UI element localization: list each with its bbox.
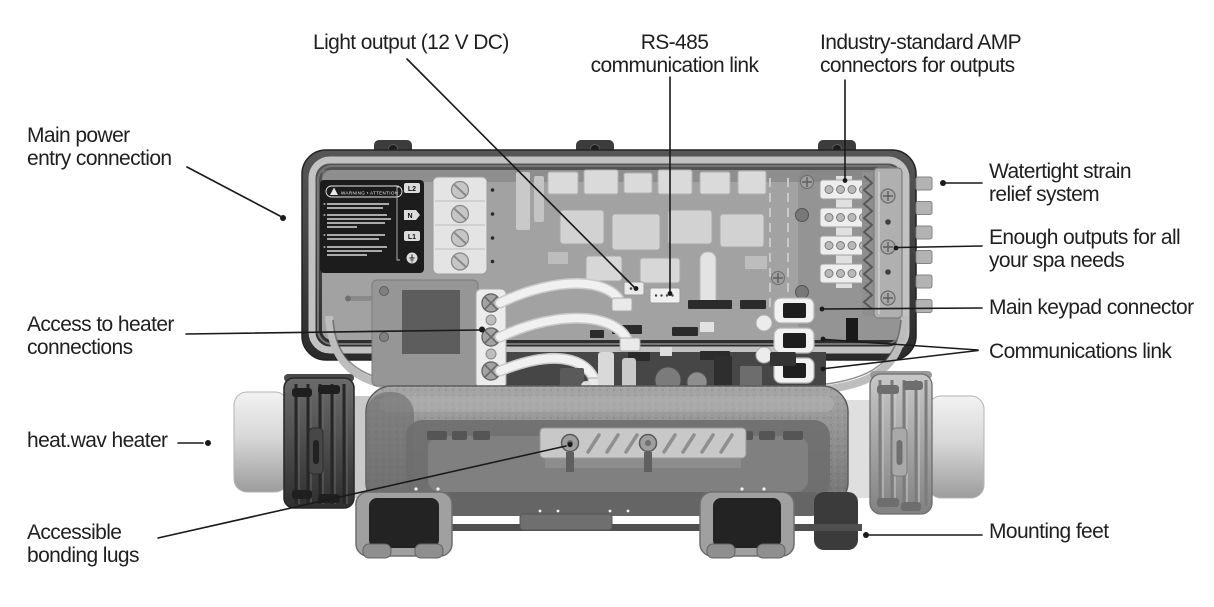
callout-strain-relief: Watertight strain relief system	[989, 160, 1132, 206]
terminal-N: N	[407, 213, 412, 220]
leader-main-power	[186, 166, 286, 221]
heater-assembly	[233, 385, 985, 516]
leader-mounting-feet	[863, 532, 983, 538]
mounting-feet	[355, 487, 862, 559]
callout-line: Watertight strain	[989, 160, 1132, 183]
callout-line: Communications link	[989, 340, 1172, 363]
leader-light-output	[406, 58, 639, 291]
callout-mounting-feet: Mounting feet	[989, 520, 1109, 543]
callout-light-output: Light output (12 V DC)	[313, 31, 509, 54]
callout-line: Accessible	[27, 521, 122, 544]
left-union-nut	[283, 374, 355, 509]
callout-line: RS-485	[640, 31, 709, 54]
callout-line: relief system	[989, 183, 1100, 206]
callout-line: connections	[27, 336, 133, 359]
mounting-foot-left	[355, 491, 453, 559]
right-union-nut	[869, 371, 933, 515]
callout-line: communication link	[590, 54, 759, 77]
comm-connector	[773, 327, 815, 354]
terminal-L2: L2	[408, 186, 416, 193]
leader-amp	[842, 79, 848, 183]
callout-heater-access: Access to heater connections	[27, 313, 174, 359]
leader-rs485	[667, 76, 673, 296]
callout-line: heat.wav heater	[27, 429, 168, 452]
warning-header: WARNING • ATTENTION	[341, 191, 398, 196]
lower-board-parts	[560, 352, 796, 394]
callout-line: Enough outputs for all	[989, 226, 1181, 249]
leader-heatwav	[177, 440, 211, 446]
leader-strain-relief	[940, 180, 983, 186]
keypad-connector	[773, 297, 815, 324]
warning-label: WARNING • ATTENTION L2 N L1	[320, 180, 424, 273]
leader-comms	[820, 336, 979, 372]
heater-pipe-right	[927, 395, 985, 499]
leader-outputs	[893, 245, 983, 251]
callout-line: Industry-standard AMP	[820, 31, 1022, 54]
callout-amp-connectors: Industry-standard AMP connectors for out…	[820, 31, 1022, 77]
callout-line: Main power	[27, 124, 130, 147]
heater-wires	[494, 278, 641, 391]
callout-rs485: RS-485 communication link	[577, 31, 772, 77]
callout-heatwav-heater: heat.wav heater	[27, 429, 168, 452]
bonding-lug	[638, 433, 658, 472]
callout-line: connectors for outputs	[820, 54, 1015, 77]
terminal-L1: L1	[408, 234, 416, 241]
strain-relief-bar	[862, 167, 933, 319]
case-lip	[308, 156, 910, 354]
leader-heater-access	[185, 326, 485, 335]
strain-relief-nubs	[915, 176, 933, 313]
callout-line: Main keypad connector	[989, 296, 1194, 319]
callout-comms: Communications link	[989, 340, 1172, 363]
transformer-plate	[345, 279, 479, 387]
mounting-foot-right	[699, 491, 795, 559]
heater-pipe-left	[233, 391, 289, 493]
leader-bonding-lugs	[157, 441, 573, 539]
callout-line: bonding lugs	[27, 544, 140, 567]
callout-outputs: Enough outputs for all your spa needs	[989, 226, 1181, 272]
callout-bonding-lugs: Accessible bonding lugs	[27, 521, 140, 567]
power-terminal-block	[432, 176, 495, 275]
amp-connector	[819, 204, 869, 232]
callout-line: your spa needs	[989, 249, 1125, 272]
callout-line: Access to heater	[27, 313, 174, 336]
callout-main-power: Main power entry connection	[27, 124, 172, 170]
bonding-lug-strip	[539, 427, 747, 472]
amp-connector	[819, 232, 869, 260]
leader-keypad	[819, 306, 983, 312]
callout-line: entry connection	[27, 147, 172, 170]
keypad-connectors	[755, 297, 858, 384]
warning-triangle-icon	[330, 187, 338, 195]
leader-lines	[157, 58, 983, 539]
rs485-connector	[649, 287, 681, 304]
callout-line: Mounting feet	[989, 520, 1109, 543]
callout-keypad: Main keypad connector	[989, 296, 1194, 319]
callout-line: Light output (12 V DC)	[313, 31, 509, 54]
